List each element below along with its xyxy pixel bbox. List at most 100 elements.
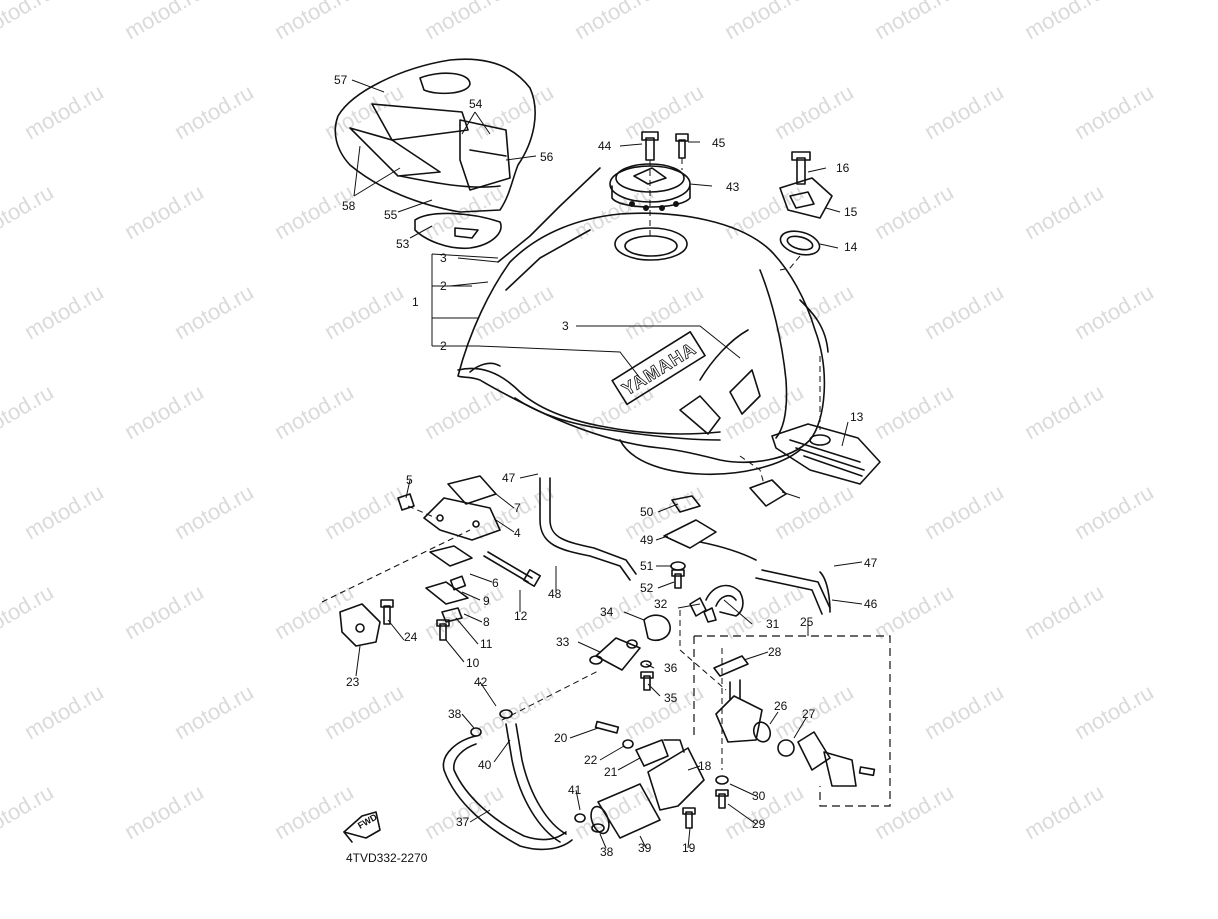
callout-number: 34: [600, 605, 614, 619]
watermark-text: motod.ru: [1020, 579, 1108, 644]
drawing-code: 4TVD332-2270: [346, 851, 428, 865]
watermark-text: motod.ru: [120, 579, 208, 644]
callout-number: 14: [844, 240, 858, 254]
fuel-hoses: [442, 477, 831, 851]
watermark-text: motod.ru: [1070, 479, 1158, 544]
callout-number: 54: [469, 97, 483, 111]
callout-number: 51: [640, 559, 654, 573]
watermark-text: motod.ru: [420, 779, 508, 844]
callout-number: 29: [752, 817, 766, 831]
watermark-text: motod.ru: [270, 779, 358, 844]
fuel-filter-parts: [589, 597, 717, 691]
watermark-text: motod.ru: [1070, 279, 1158, 344]
callout-number: 13: [850, 410, 864, 424]
callout-number: 7: [514, 501, 521, 515]
watermark-text: motod.ru: [20, 79, 108, 144]
callout-number: 2: [440, 279, 447, 293]
watermark-text: motod.ru: [1020, 779, 1108, 844]
watermark-text: motod.ru: [420, 0, 508, 44]
watermark-text: motod.ru: [1020, 379, 1108, 444]
watermark-text: motod.ru: [120, 379, 208, 444]
watermark-text: motod.ru: [720, 0, 808, 44]
callout-number: 43: [726, 180, 740, 194]
watermark-text: motod.ru: [920, 479, 1008, 544]
callout-numbers: 57 54 56 58 55 53 3 2 1 3 2 44 45 43 16 …: [334, 73, 878, 859]
callout-number: 40: [478, 758, 492, 772]
callout-number: 10: [466, 656, 480, 670]
callout-number: 41: [568, 783, 582, 797]
fuel-cock-assembly: [663, 495, 891, 809]
callout-number: 36: [664, 661, 678, 675]
watermark-text: motod.ru: [170, 479, 258, 544]
callout-number: 3: [562, 319, 569, 333]
callout-number: 47: [864, 556, 878, 570]
watermark-text: motod.ru: [870, 379, 958, 444]
callout-number: 31: [766, 617, 780, 631]
watermark-text: motod.ru: [320, 279, 408, 344]
watermark-text: motod.ru: [270, 0, 358, 44]
callout-number: 50: [640, 505, 654, 519]
watermark-text: motod.ru: [1020, 179, 1108, 244]
callout-number: 23: [346, 675, 360, 689]
leader-lines: [351, 79, 863, 849]
watermark-text: motod.ru: [720, 579, 808, 644]
callout-number: 16: [836, 161, 850, 175]
callout-number: 38: [600, 845, 614, 859]
watermark-text: motod.ru: [170, 679, 258, 744]
callout-number: 45: [712, 136, 726, 150]
callout-number: 32: [654, 597, 668, 611]
callout-number: 53: [396, 237, 410, 251]
callout-number: 27: [802, 707, 816, 721]
callout-number: 5: [406, 473, 413, 487]
callout-number: 37: [456, 815, 470, 829]
tank-cover-assembly: [334, 58, 536, 250]
watermark-text: motod.ru: [20, 479, 108, 544]
callout-number: 46: [864, 597, 878, 611]
callout-number: 55: [384, 208, 398, 222]
callout-number: 19: [682, 841, 696, 855]
watermark-text: motod.ru: [620, 279, 708, 344]
callout-number: 20: [554, 731, 568, 745]
watermark-text: motod.ru: [920, 279, 1008, 344]
watermark-text: motod.ru: [470, 679, 558, 744]
watermark-text: motod.ru: [470, 79, 558, 144]
fwd-label: FWD: [356, 812, 379, 831]
watermark-text: motod.ru: [620, 79, 708, 144]
watermark-text: motod.ru: [870, 0, 958, 44]
callout-number: 22: [584, 753, 598, 767]
callout-number: 49: [640, 533, 654, 547]
callout-number: 38: [448, 707, 462, 721]
callout-number: 9: [483, 594, 490, 608]
fuel-cap-assembly: [609, 131, 691, 236]
watermark-text: motod.ru: [270, 379, 358, 444]
watermark-text: motod.ru: [170, 279, 258, 344]
watermark-text: motod.ru: [470, 279, 558, 344]
callout-number: 30: [752, 789, 766, 803]
watermark-text: motod.ru: [170, 79, 258, 144]
callout-number: 26: [774, 699, 788, 713]
callout-number: 52: [640, 581, 654, 595]
callout-number: 2: [440, 339, 447, 353]
callout-number: 6: [492, 576, 499, 590]
front-bracket-parts: [321, 475, 541, 647]
callout-number: 33: [556, 635, 570, 649]
callout-number: 24: [404, 630, 418, 644]
callout-number: 3: [440, 251, 447, 265]
watermark-text: motod.ru: [320, 79, 408, 144]
watermark-text: motod.ru: [1020, 0, 1108, 44]
callout-number: 42: [474, 675, 488, 689]
watermark-text: motod.ru: [870, 179, 958, 244]
watermark-text: motod.ru: [0, 579, 58, 644]
callout-number: 21: [604, 765, 618, 779]
tank-rear-parts: [739, 151, 881, 507]
watermark-text: motod.ru: [20, 679, 108, 744]
callout-number: 18: [698, 759, 712, 773]
watermark-text: motod.ru: [0, 179, 58, 244]
watermark-text: motod.ru: [320, 679, 408, 744]
callout-number: 11: [480, 637, 493, 651]
callout-number: 44: [598, 139, 612, 153]
callout-number: 12: [514, 609, 528, 623]
